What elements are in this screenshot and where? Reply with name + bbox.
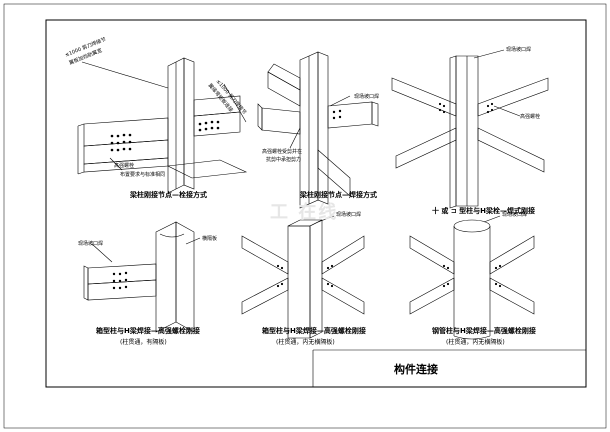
panel-2-note: 抗剪中承担剪力 [266, 157, 302, 163]
drawing-title: 构件连接 [394, 363, 438, 376]
panel-3-note: 高强螺栓 [520, 114, 541, 120]
panel-4-note: 横隔板 [202, 236, 218, 242]
panel-1-caption: 梁柱刚接节点—栓接方式 [130, 191, 207, 199]
panel-4-note: 现场坡口焊 [78, 241, 104, 247]
panel-6-caption: 钢管柱与H梁焊接—高强螺栓刚接 [432, 327, 536, 335]
panel-4-drawing [83, 221, 201, 333]
panel-6-note: 现场坡口焊 [502, 212, 528, 218]
panel-2-note: 现场坡口焊 [354, 94, 380, 100]
panel-2-drawing [257, 51, 379, 209]
outer-frame [3, 3, 607, 429]
panel-3-note: 现场坡口焊 [506, 47, 532, 53]
watermark: 工 在线 [270, 202, 339, 223]
panel-5-drawing [241, 215, 365, 339]
panel-5-caption: 箱型柱与H梁焊接—高强螺栓刚接 [262, 327, 366, 335]
panel-2-caption: 梁柱刚接节点—焊接方式 [300, 191, 377, 199]
panel-1-drawing [77, 57, 248, 194]
panel-5-note: 现场坡口焊 [336, 212, 362, 218]
panel-1-note: 高强螺栓 [114, 163, 135, 169]
panel-1-note: 布置要求与标准相同 [120, 172, 166, 178]
panel-4-caption: 箱型柱与H梁焊接—高强螺栓刚接 [96, 327, 200, 335]
panel-2-note: 高强螺栓受剪并在 [262, 149, 303, 155]
panel-3-drawing [391, 49, 549, 209]
panel-6-subcaption: (柱贯通，内无横隔板) [446, 339, 505, 346]
panel-4-subcaption: (柱贯通，有隔板) [120, 339, 167, 346]
panel-3-caption: 十 或 ⊐ 型柱与H梁栓—焊式刚接 [432, 207, 536, 215]
panel-6-drawing [409, 215, 535, 340]
inner-frame [45, 19, 587, 388]
panel-5-subcaption: (柱贯通，内无横隔板) [276, 339, 335, 346]
